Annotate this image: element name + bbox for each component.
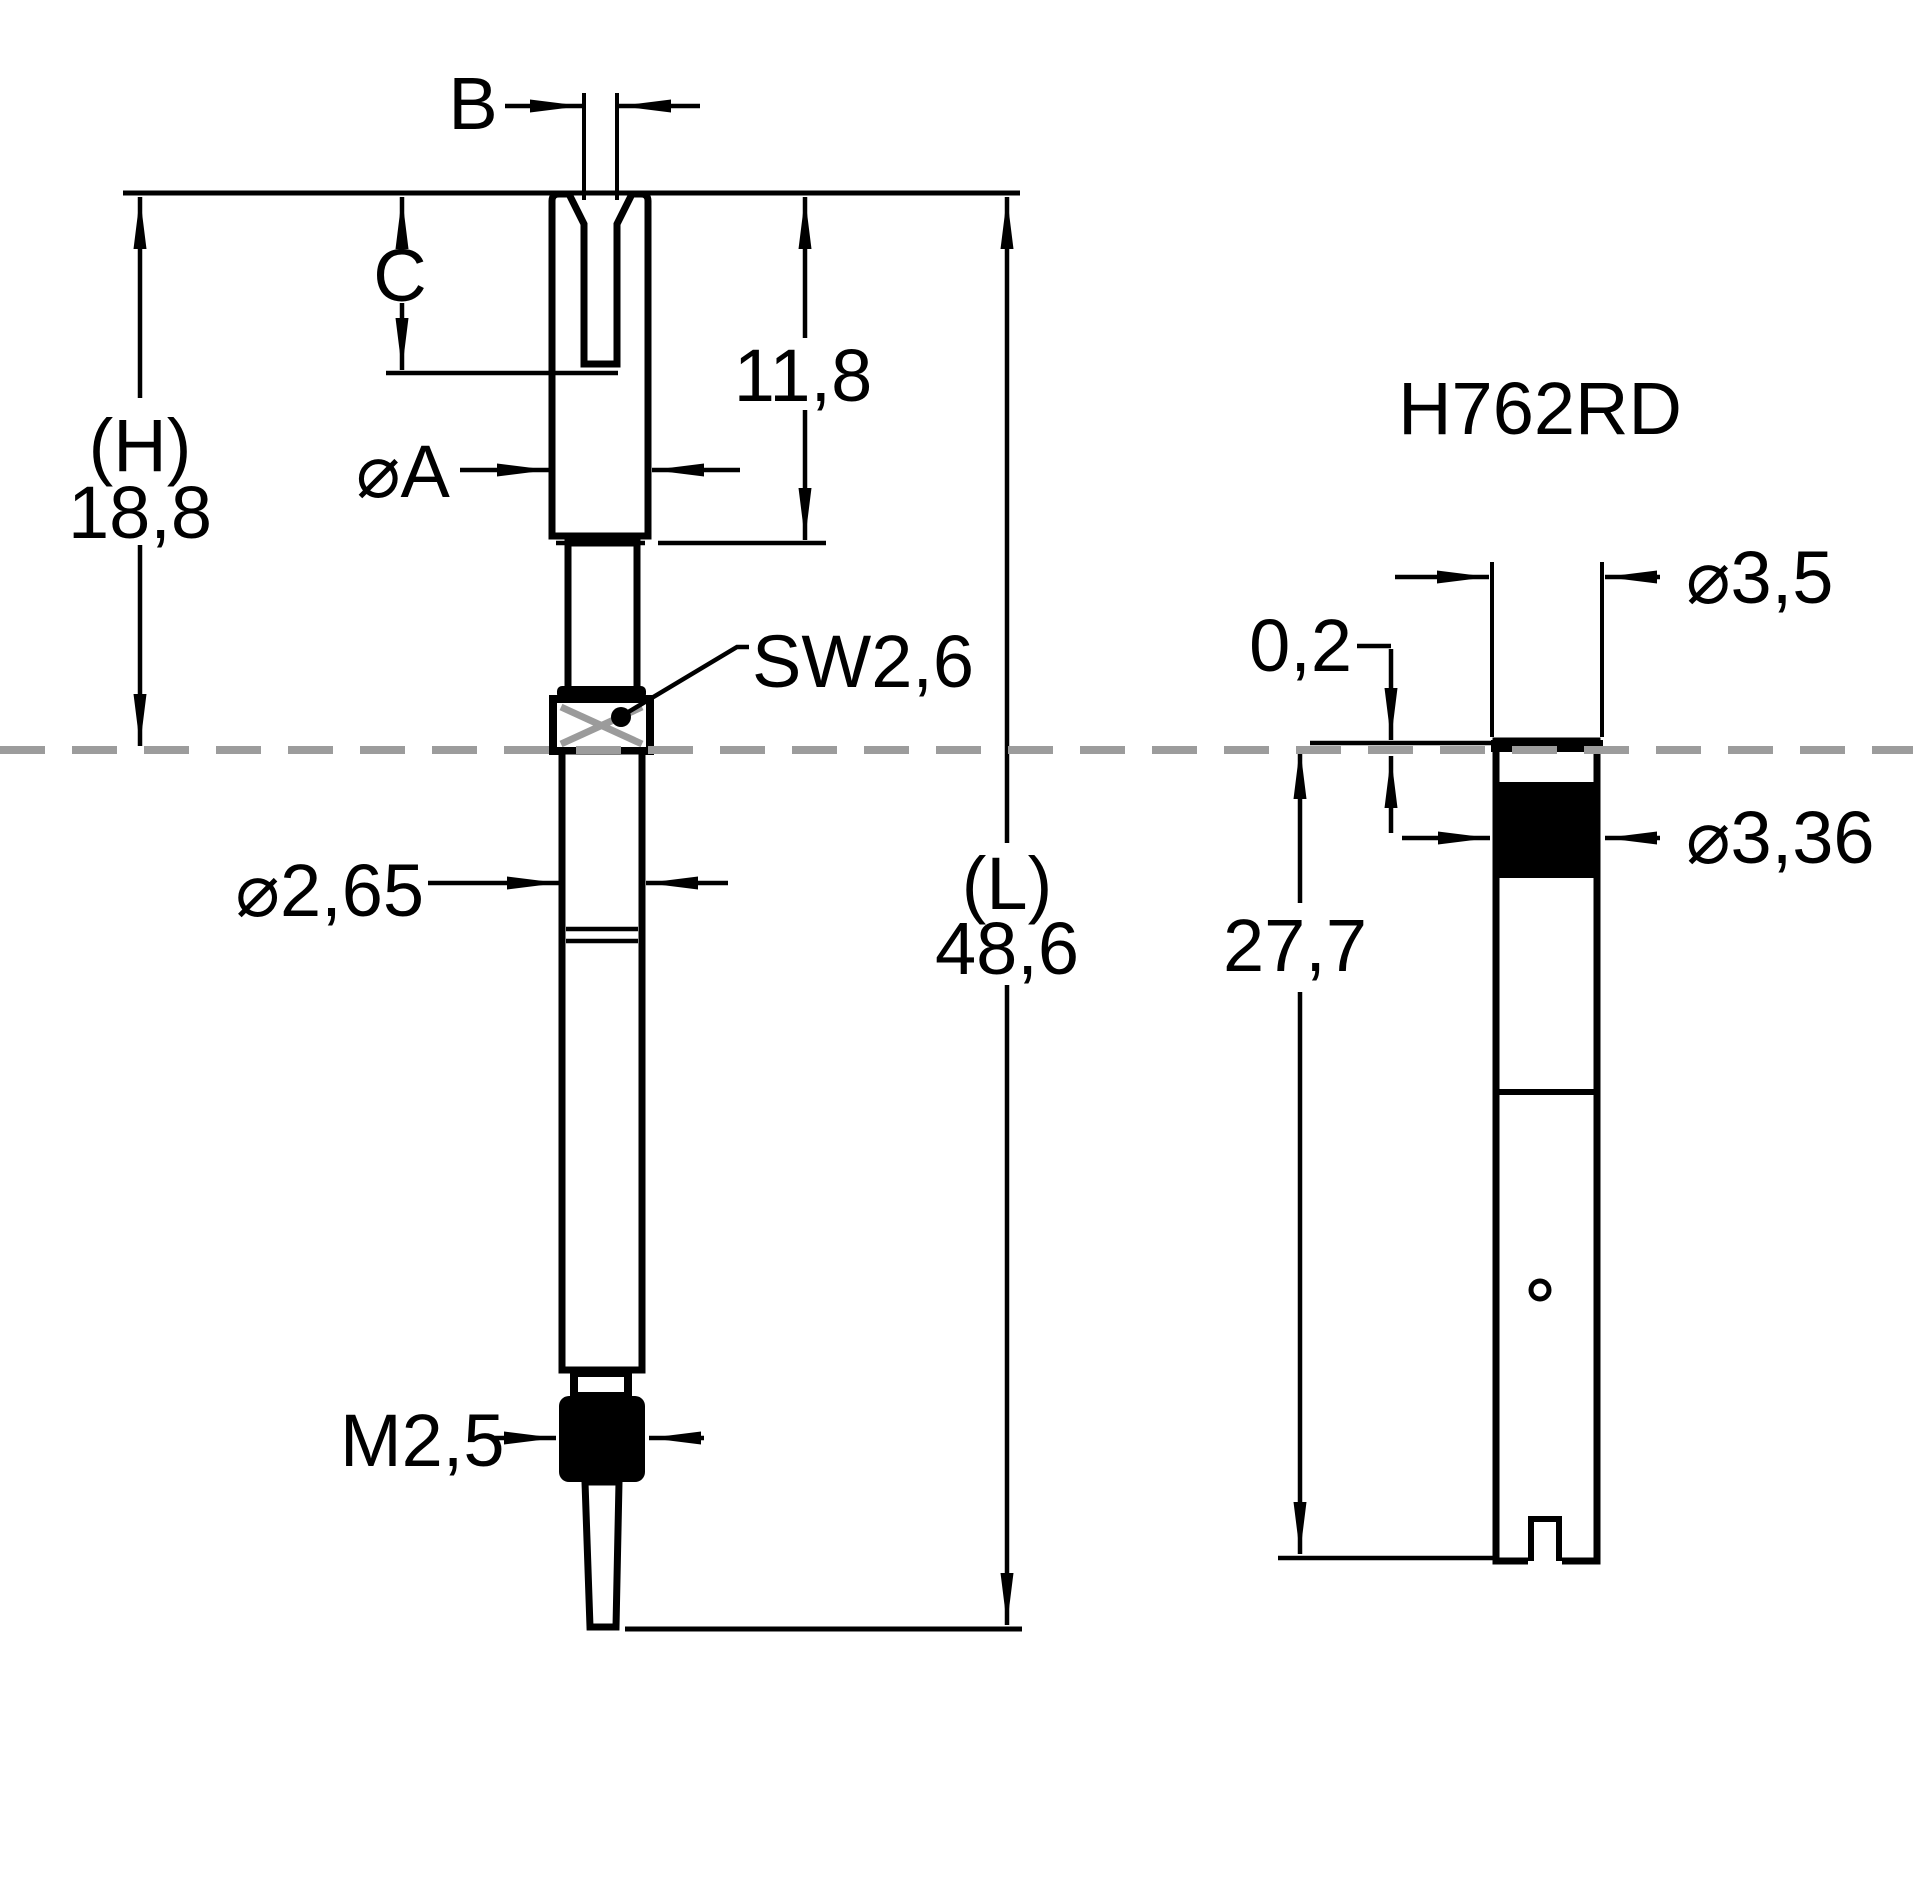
dim-label-dia-a: ⌀A [356, 430, 451, 513]
upper-barrel [564, 539, 641, 694]
dim-label-c: C [373, 234, 426, 317]
dim-value-l: 48,6 [935, 907, 1079, 990]
dim-value-protrusion: 0,2 [1249, 604, 1352, 687]
inspection-hole [1528, 1278, 1552, 1302]
dim-label-thread: M2,5 [340, 1399, 505, 1482]
press-fit-band [1499, 782, 1594, 878]
dimension-lines [123, 93, 1660, 1632]
dim-label-l: (L) [962, 842, 1052, 925]
dimension-labels: B C (H) 18,8 ⌀A 11,8 SW2,6 ⌀2,65 (L) 48,… [68, 62, 1875, 1482]
wire-tail [581, 1478, 623, 1631]
dim-label-b: B [448, 62, 497, 145]
leader-line [623, 644, 749, 716]
dim-label-wrench: SW2,6 [752, 620, 974, 703]
dim-value-press-dia: ⌀3,36 [1686, 796, 1875, 879]
probe-front-view [548, 190, 654, 1631]
lower-barrel [558, 747, 646, 1374]
dim-value-flange-dia: ⌀3,5 [1686, 536, 1833, 619]
part-number-title: H762RD [1398, 367, 1682, 450]
receptacle-side-view [1491, 737, 1603, 1565]
dim-value-head-length: 11,8 [734, 334, 873, 417]
dim-label-h: (H) [89, 404, 192, 487]
thread-groove-window [578, 1377, 624, 1392]
thread-m25 [559, 1396, 645, 1482]
dim-value-h: 18,8 [68, 471, 212, 554]
bottom-notch [1528, 1516, 1562, 1561]
fork-head [548, 190, 652, 540]
dim-value-mount-depth: 27,7 [1223, 904, 1367, 987]
dim-value-barrel-dia: ⌀2,65 [235, 849, 424, 932]
